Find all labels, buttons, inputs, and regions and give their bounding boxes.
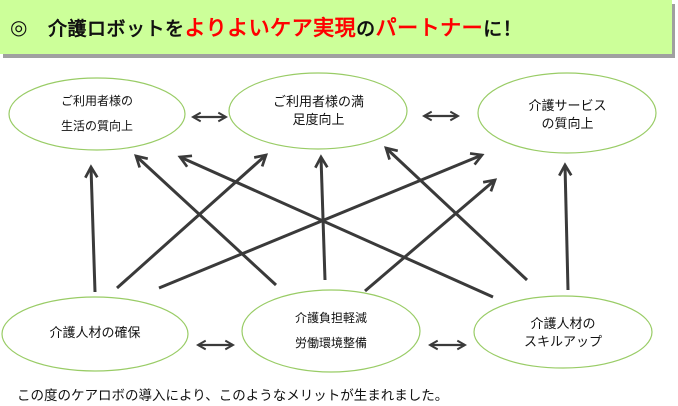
- double-circle-icon: ◎: [10, 15, 28, 39]
- node-label-line: ご利用者様の満: [272, 95, 364, 110]
- node-burden-reduction: 介護負担軽減 労働環境整備: [242, 306, 420, 356]
- node-label-line: 労働環境整備: [294, 336, 367, 351]
- node-ellipse-service-quality: [477, 72, 657, 154]
- footer-caption: この度のケアロボの導入により、このようなメリットが生まれました。: [17, 388, 449, 404]
- title-part: の: [356, 18, 376, 40]
- title-part: に！: [483, 18, 523, 40]
- node-label-line: の質向上: [541, 116, 594, 132]
- arrow-staff-skillup-to-user-life-quality: [177, 154, 494, 299]
- node-service-quality: 介護サービス の質向上: [478, 98, 657, 133]
- title-highlight: よりよいケア実現: [184, 16, 357, 40]
- arrow-staff-skillup-to-user-satisfaction: [384, 146, 529, 282]
- arrow-burden-reduction-to-user-life-quality: [133, 154, 278, 287]
- node-ellipse-user-life-quality: [8, 77, 186, 151]
- arrow-staff-securing-to-user-life-quality: [84, 164, 99, 293]
- node-user-satisfaction: ご利用者様の満 足度向上: [229, 94, 408, 129]
- banner-title: 介護ロボットをよりよいケア実現のパートナーに！: [48, 12, 522, 42]
- arrow-staff-securing-to-service-quality: [158, 152, 485, 290]
- node-ellipse-staff-securing: [1, 296, 189, 372]
- node-ellipse-user-satisfaction: [228, 72, 408, 150]
- node-label-line: ご利用者様の: [60, 94, 133, 108]
- node-user-life-quality: ご利用者様の 生活の質向上: [9, 89, 185, 139]
- node-label-line: 足度向上: [292, 112, 345, 128]
- node-ellipse-burden-reduction: [241, 289, 421, 373]
- node-label-line: 介護人材の確保: [49, 326, 141, 341]
- title-highlight: パートナー: [375, 16, 484, 40]
- node-label-line: 介護サービス: [528, 99, 607, 114]
- node-label-line: 生活の質向上: [60, 119, 133, 134]
- arrow-staff-securing-to-user-satisfaction: [116, 153, 269, 290]
- node-label-line: 介護人材の: [530, 317, 596, 332]
- arrow-burden-reduction-to-user-satisfaction: [314, 154, 329, 281]
- node-label-line: 介護負担軽減: [294, 311, 367, 325]
- arrow-staff-skillup-to-service-quality: [558, 162, 573, 291]
- node-staff-securing: 介護人材の確保: [2, 325, 188, 343]
- node-ellipse-staff-skillup: [473, 295, 653, 369]
- node-label-line: スキルアップ: [523, 334, 602, 350]
- node-staff-skillup: 介護人材の スキルアップ: [474, 316, 652, 351]
- title-part: 介護ロボットを: [48, 18, 185, 40]
- title-banner: ◎ 介護ロボットをよりよいケア実現のパートナーに！: [0, 0, 672, 54]
- arrow-burden-reduction-to-service-quality: [364, 178, 498, 293]
